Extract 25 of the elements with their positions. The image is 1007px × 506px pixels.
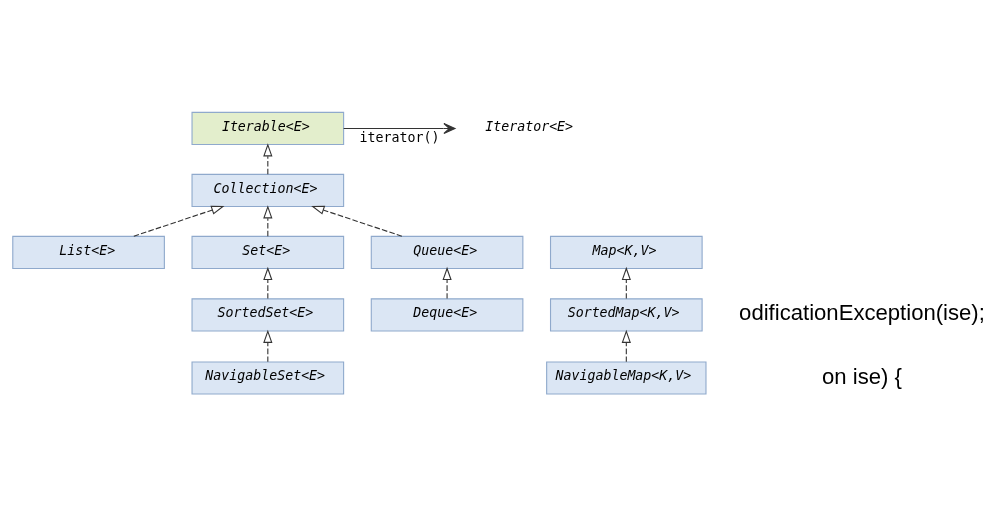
node-box: SortedSet<E> [191, 297, 345, 331]
node-box: NavigableMap<K,V> [546, 360, 707, 395]
node-box: List<E> [12, 235, 165, 269]
arrow [263, 142, 273, 175]
node-box: Collection<E> [191, 173, 345, 207]
node-box: Deque<E> [370, 297, 524, 331]
arrow [621, 266, 631, 299]
arrow [263, 204, 273, 237]
node-box: Map<K,V> [549, 235, 703, 269]
node-box: Queue<E> [370, 235, 524, 269]
node-box: Iterable<E> [191, 111, 345, 145]
node-text: Iterator<E> [485, 118, 574, 134]
arrow [263, 329, 273, 362]
node-box: Set<E> [191, 235, 345, 269]
arrow [343, 122, 456, 134]
edge-label: iterator() [359, 129, 440, 145]
node-box: SortedMap<K,V> [549, 297, 703, 331]
arrow [442, 266, 452, 299]
label: on ise) { [822, 363, 902, 389]
label: odificationException(ise); [739, 299, 985, 325]
node-box: NavigableSet<E> [191, 360, 345, 395]
arrow [263, 266, 273, 299]
arrow [621, 329, 631, 362]
arrow [133, 205, 225, 237]
arrow [311, 205, 403, 237]
